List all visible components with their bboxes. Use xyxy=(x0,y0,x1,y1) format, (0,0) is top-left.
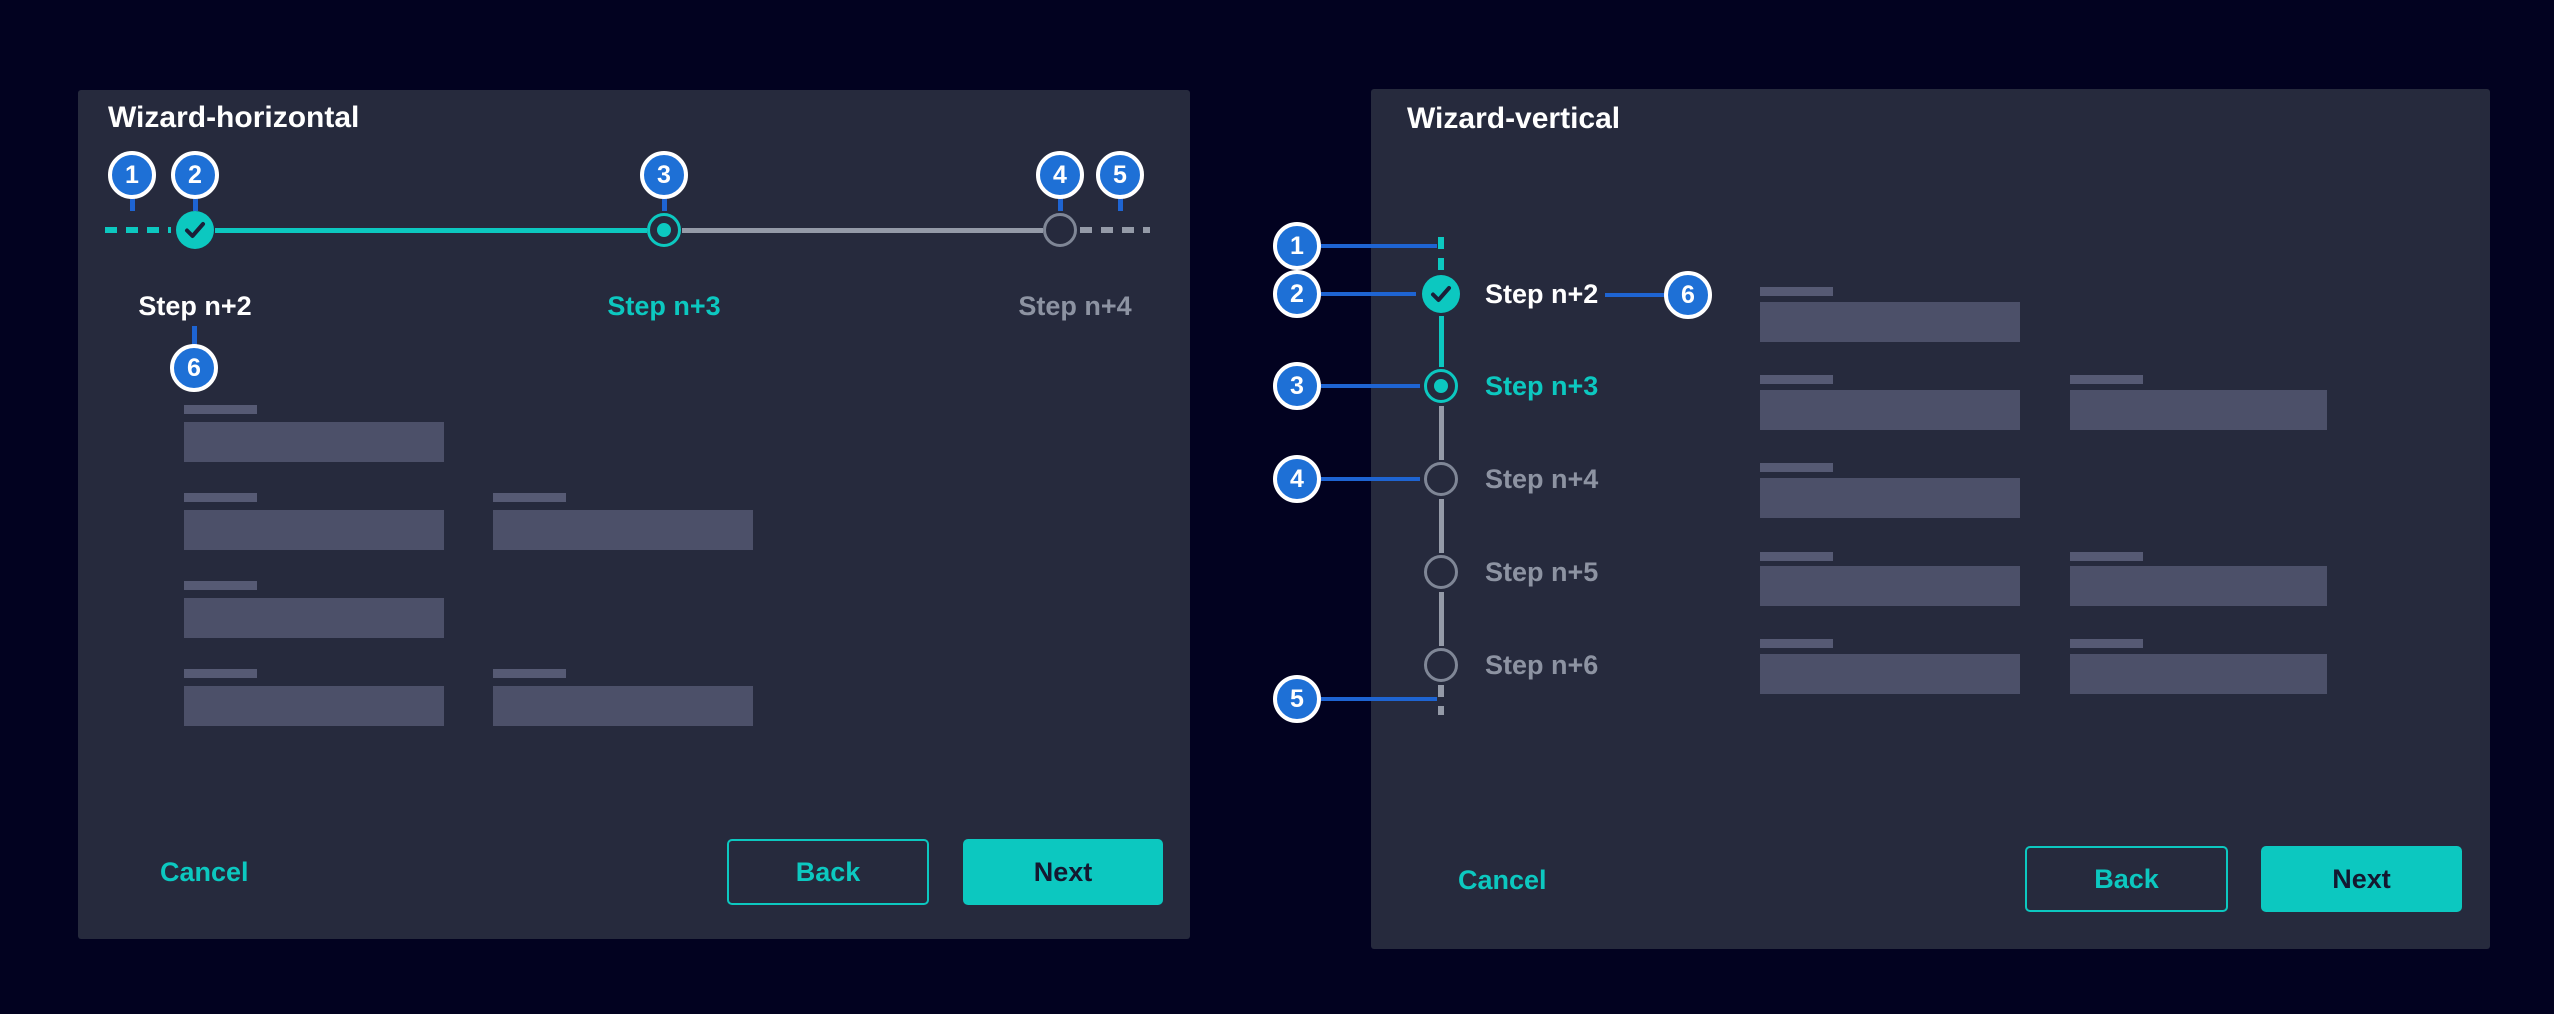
skeleton-label-bar xyxy=(2070,552,2143,561)
annotation-badge-1: 1 xyxy=(1273,222,1321,270)
annotation-badge-5: 5 xyxy=(1096,151,1144,199)
annotation-stub xyxy=(193,197,198,211)
skeleton-input-bar xyxy=(184,422,444,462)
annotation-connector xyxy=(1321,477,1420,481)
skeleton-label-bar xyxy=(1760,287,1833,296)
step-label-current[interactable]: Step n+3 xyxy=(607,291,721,321)
next-button[interactable]: Next xyxy=(963,839,1163,905)
skeleton-input-bar xyxy=(2070,566,2327,606)
step-label-future[interactable]: Step n+4 xyxy=(1018,291,1132,321)
annotation-badge-2: 2 xyxy=(1273,270,1321,318)
wizard-horizontal-panel: Wizard-horizontal 1 2 3 4 5 Step n+2 Ste… xyxy=(78,90,1190,939)
skeleton-label-bar xyxy=(184,493,257,502)
skeleton-label-bar xyxy=(1760,639,1833,648)
annotation-connector xyxy=(1321,384,1420,388)
skeleton-label-bar xyxy=(184,581,257,590)
skeleton-label-bar xyxy=(184,669,257,678)
step-current-dot xyxy=(1434,379,1448,393)
progress-line-todo xyxy=(1439,499,1444,553)
step-label-future[interactable]: Step n+6 xyxy=(1485,650,1599,680)
annotation-connector xyxy=(1321,292,1416,296)
skeleton-input-bar xyxy=(184,510,444,550)
annotation-connector xyxy=(1321,244,1437,248)
annotation-stub xyxy=(192,326,197,346)
annotation-badge-6: 6 xyxy=(170,344,218,392)
annotation-stub xyxy=(130,197,135,211)
annotation-stub xyxy=(662,197,667,211)
step-future-circle[interactable] xyxy=(1424,648,1458,682)
skeleton-input-bar xyxy=(2070,390,2327,430)
step-label-current[interactable]: Step n+3 xyxy=(1485,371,1599,401)
progress-line-done xyxy=(1439,316,1444,367)
progress-line-done xyxy=(215,228,647,233)
step-current-circle[interactable] xyxy=(1424,369,1458,403)
annotation-badge-3: 3 xyxy=(1273,362,1321,410)
skeleton-input-bar xyxy=(1760,478,2020,518)
skeleton-label-bar xyxy=(184,405,257,414)
back-button[interactable]: Back xyxy=(727,839,929,905)
annotation-stub xyxy=(1058,197,1063,211)
skeleton-input-bar xyxy=(1760,566,2020,606)
skeleton-input-bar xyxy=(493,510,753,550)
progress-dash-leading xyxy=(1438,237,1444,273)
skeleton-label-bar xyxy=(493,669,566,678)
back-button[interactable]: Back xyxy=(2025,846,2228,912)
annotation-stub xyxy=(1118,197,1123,211)
annotation-badge-3: 3 xyxy=(640,151,688,199)
annotation-connector xyxy=(1605,293,1666,297)
check-icon xyxy=(185,222,205,238)
step-label-future[interactable]: Step n+4 xyxy=(1485,464,1599,494)
skeleton-label-bar xyxy=(1760,463,1833,472)
step-current-dot xyxy=(657,223,671,237)
annotation-badge-6: 6 xyxy=(1664,271,1712,319)
step-done-circle[interactable] xyxy=(176,211,214,249)
skeleton-input-bar xyxy=(1760,654,2020,694)
annotation-badge-1: 1 xyxy=(108,151,156,199)
skeleton-label-bar xyxy=(1760,552,1833,561)
check-icon xyxy=(1431,286,1451,302)
annotation-badge-4: 4 xyxy=(1273,455,1321,503)
skeleton-input-bar xyxy=(2070,654,2327,694)
progress-line-todo xyxy=(1439,592,1444,646)
skeleton-input-bar xyxy=(184,598,444,638)
step-label-done[interactable]: Step n+2 xyxy=(138,291,252,321)
skeleton-input-bar xyxy=(493,686,753,726)
step-future-circle[interactable] xyxy=(1043,213,1077,247)
progress-line-todo xyxy=(1439,406,1444,460)
annotation-badge-4: 4 xyxy=(1036,151,1084,199)
annotation-badge-5: 5 xyxy=(1273,675,1321,723)
step-future-circle[interactable] xyxy=(1424,555,1458,589)
step-label-future[interactable]: Step n+5 xyxy=(1485,557,1599,587)
step-future-circle[interactable] xyxy=(1424,462,1458,496)
cancel-link[interactable]: Cancel xyxy=(1458,865,1547,895)
skeleton-input-bar xyxy=(1760,302,2020,342)
skeleton-label-bar xyxy=(1760,375,1833,384)
progress-dash-trailing xyxy=(1438,685,1444,715)
skeleton-input-bar xyxy=(184,686,444,726)
progress-dash-leading xyxy=(105,227,171,233)
next-button[interactable]: Next xyxy=(2261,846,2462,912)
page-title: Wizard-vertical xyxy=(1407,102,1621,135)
step-label-done[interactable]: Step n+2 xyxy=(1485,279,1599,309)
cancel-link[interactable]: Cancel xyxy=(160,857,249,887)
annotation-connector xyxy=(1321,697,1437,701)
annotation-badge-2: 2 xyxy=(171,151,219,199)
step-done-circle[interactable] xyxy=(1422,275,1460,313)
skeleton-label-bar xyxy=(493,493,566,502)
skeleton-input-bar xyxy=(1760,390,2020,430)
progress-line-todo xyxy=(682,228,1043,233)
wizard-vertical-panel: Wizard-vertical Step n+2 Step n+3 Step n… xyxy=(1371,89,2490,949)
step-current-circle[interactable] xyxy=(647,213,681,247)
page-title: Wizard-horizontal xyxy=(108,101,360,134)
skeleton-label-bar xyxy=(2070,639,2143,648)
progress-dash-trailing xyxy=(1080,227,1150,233)
skeleton-label-bar xyxy=(2070,375,2143,384)
